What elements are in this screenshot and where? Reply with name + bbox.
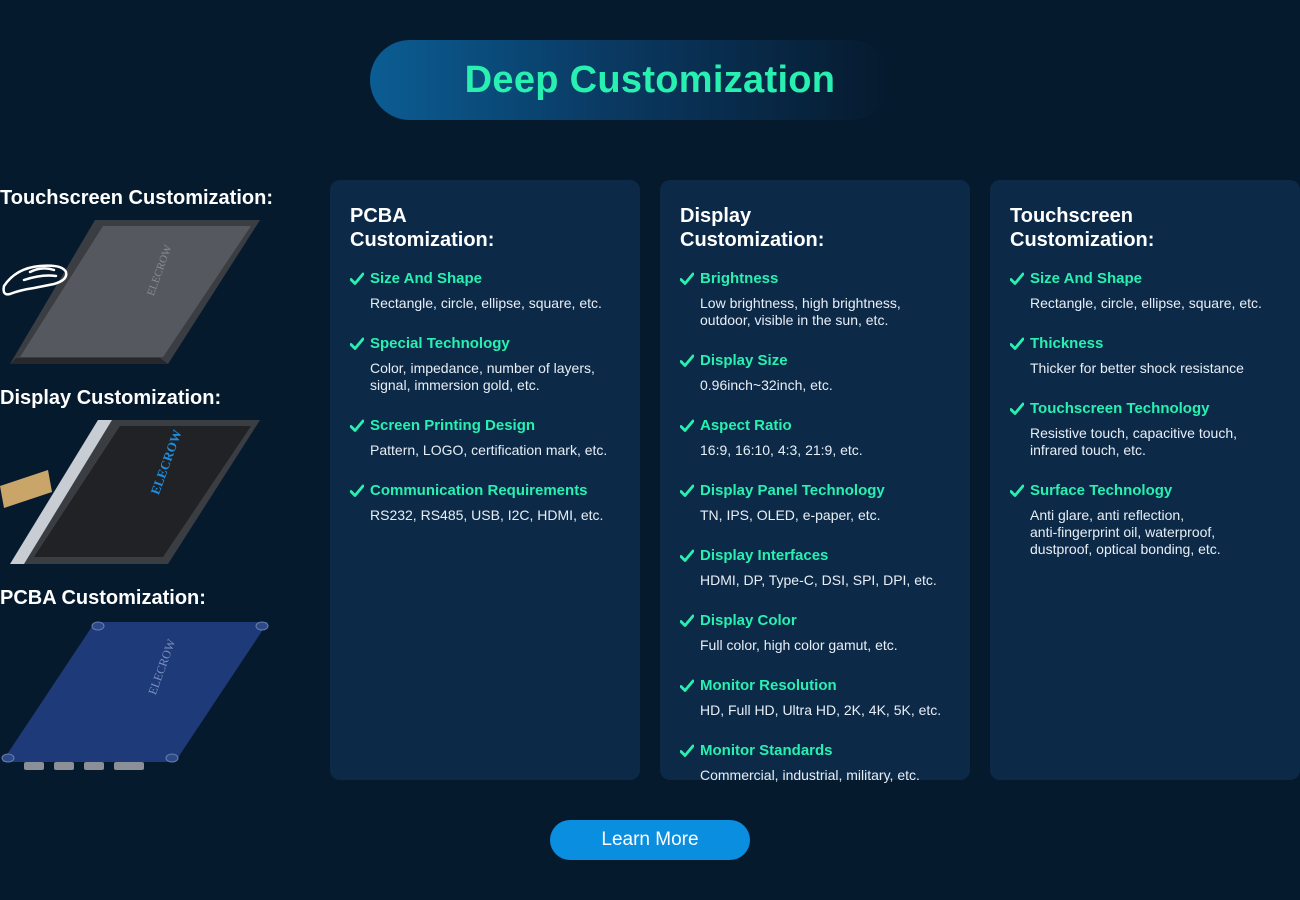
feature-heading: Monitor Resolution [680,677,950,695]
feature-heading-text: Monitor Resolution [700,677,837,694]
card-title: PCBA Customization: [350,205,495,251]
checkmark-icon [1010,337,1024,350]
feature-heading: Screen Printing Design [350,417,620,435]
checkmark-icon [1010,402,1024,415]
checkmark-icon [680,354,694,367]
feature-description: 16:9, 16:10, 4:3, 21:9, etc. [700,442,863,458]
checkmark-icon [680,679,694,692]
feature-heading-text: Touchscreen Technology [1030,400,1210,417]
feature-heading: Monitor Standards [680,742,950,760]
checkmark-icon [680,419,694,432]
checkmark-icon [350,272,364,285]
feature-description: HDMI, DP, Type-C, DSI, SPI, DPI, etc. [700,572,937,588]
card-touchscreen: Touchscreen Customization: Size And Shap… [990,180,1300,780]
feature-heading-text: Communication Requirements [370,482,588,499]
page-title: Deep Customization [464,58,836,101]
feature-heading-text: Surface Technology [1030,482,1173,499]
checkmark-icon [1010,484,1024,497]
feature-heading: Thickness [1010,335,1280,353]
feature-heading-text: Display Interfaces [700,547,829,564]
card-title: Display Customization: [680,205,825,251]
feature-heading-text: Brightness [700,270,779,287]
display-illustration: ELECROW [0,420,260,564]
feature-heading-text: Aspect Ratio [700,417,792,434]
feature-description: Commercial, industrial, military, etc. [700,767,920,783]
feature-item: Aspect Ratio 16:9, 16:10, 4:3, 21:9, etc. [680,417,950,459]
checkmark-icon [350,484,364,497]
feature-heading-text: Size And Shape [1030,270,1142,287]
feature-description: Pattern, LOGO, certification mark, etc. [370,442,608,458]
checkmark-icon [350,337,364,350]
feature-heading-text: Display Color [700,612,797,629]
learn-more-button[interactable]: Learn More [550,820,750,860]
feature-heading: Touchscreen Technology [1010,400,1280,418]
checkmark-icon [350,419,364,432]
feature-heading: Surface Technology [1010,482,1280,500]
feature-item: Display Size 0.96inch~32inch, etc. [680,352,950,394]
feature-description: 0.96inch~32inch, etc. [700,377,833,393]
checkmark-icon [680,614,694,627]
feature-heading: Special Technology [350,335,620,353]
checkmark-icon [1010,272,1024,285]
feature-description: Full color, high color gamut, etc. [700,637,898,653]
feature-description: Low brightness, high brightness, outdoor… [700,295,901,328]
feature-description: HD, Full HD, Ultra HD, 2K, 4K, 5K, etc. [700,702,942,718]
feature-description: Rectangle, circle, ellipse, square, etc. [370,295,602,311]
feature-description: Thicker for better shock resistance [1030,360,1244,376]
feature-heading: Display Size [680,352,950,370]
feature-heading-text: Display Panel Technology [700,482,885,499]
card-title: Touchscreen Customization: [1010,205,1155,251]
feature-heading: Size And Shape [350,270,620,288]
feature-heading: Size And Shape [1010,270,1280,288]
feature-heading: Communication Requirements [350,482,620,500]
feature-description: Anti glare, anti reflection, anti-finger… [1030,507,1221,557]
checkmark-icon [680,744,694,757]
feature-heading-text: Thickness [1030,335,1104,352]
touchscreen-illustration: ELECROW [2,220,260,364]
feature-heading: Brightness [680,270,950,288]
feature-heading-text: Special Technology [370,335,510,352]
feature-description: Resistive touch, capacitive touch, infra… [1030,425,1237,458]
feature-description: RS232, RS485, USB, I2C, HDMI, etc. [370,507,604,523]
title-banner [370,40,890,120]
feature-description: Rectangle, circle, ellipse, square, etc. [1030,295,1262,311]
checkmark-icon [680,484,694,497]
hand-pointer-icon [2,264,68,296]
feature-description: Color, impedance, number of layers, sign… [370,360,595,393]
feature-heading: Display Interfaces [680,547,950,565]
feature-heading-text: Screen Printing Design [370,417,536,434]
feature-heading: Aspect Ratio [680,417,950,435]
pcba-illustration: ELECROW [1,621,269,770]
feature-heading-text: Size And Shape [370,270,482,287]
pcba-label: PCBA Customization: [0,587,206,609]
display-label: Display Customization: [0,387,222,409]
checkmark-icon [680,272,694,285]
touchscreen-label: Touchscreen Customization: [0,187,273,209]
feature-heading-text: Display Size [700,352,788,369]
feature-heading-text: Monitor Standards [700,742,833,759]
feature-heading: Display Panel Technology [680,482,950,500]
checkmark-icon [680,549,694,562]
feature-description: TN, IPS, OLED, e-paper, etc. [700,507,881,523]
feature-heading: Display Color [680,612,950,630]
